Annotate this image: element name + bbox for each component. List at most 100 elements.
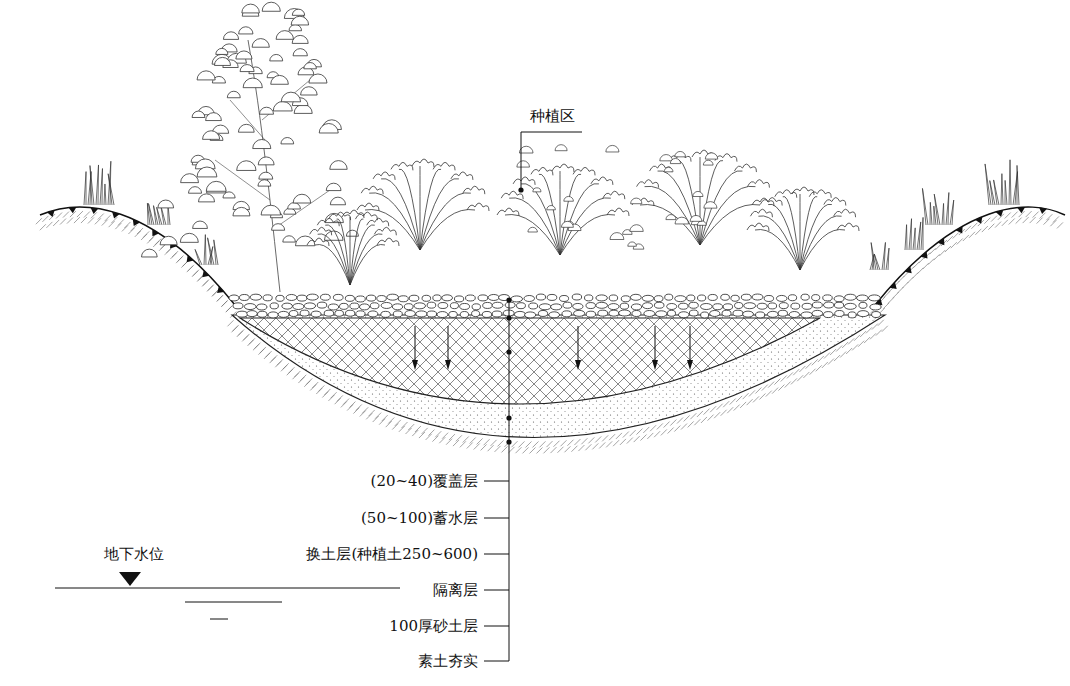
leaf: [309, 74, 327, 83]
hatch-stroke: [67, 218, 73, 224]
shrub-leaf: [560, 215, 615, 256]
gravel-stone: [482, 311, 491, 317]
gravel-stone: [529, 303, 538, 309]
hatch-stroke: [226, 306, 232, 312]
small-leaves: [517, 145, 718, 249]
hatch-stroke: [762, 385, 768, 391]
layer-label: (50~100)蓄水层: [360, 509, 479, 527]
leaf: [292, 35, 308, 43]
leaf: [675, 151, 686, 156]
shrub-leaf: [420, 193, 471, 250]
gravel-stone: [791, 303, 800, 309]
leaf: [293, 194, 311, 203]
hatch-stroke: [294, 371, 300, 377]
hatch-stroke: [681, 424, 687, 430]
gravel-stone: [870, 304, 881, 310]
grass-blade: [1005, 180, 1007, 205]
gravel-stone: [377, 296, 386, 302]
hatch-stroke: [564, 446, 570, 452]
hatch-stroke: [328, 395, 334, 401]
leaf: [272, 224, 285, 231]
hatch-stroke: [588, 437, 594, 443]
hatch-stroke: [341, 401, 347, 407]
leaf: [547, 206, 556, 210]
hatch-stroke: [498, 440, 504, 446]
hatch-stroke: [852, 344, 858, 350]
hatch-stroke: [791, 378, 797, 384]
hatch-stroke: [40, 224, 46, 230]
leaf: [330, 161, 347, 170]
hatch-stroke: [546, 441, 552, 447]
ground-line: [875, 207, 1065, 305]
grass-blade: [994, 180, 999, 205]
leader-dot: [506, 415, 511, 420]
hatch-stroke: [743, 393, 749, 399]
leaf: [181, 174, 199, 183]
hatch-stroke: [567, 440, 573, 446]
hatch-stroke: [766, 391, 772, 397]
hatch-stroke: [512, 441, 518, 447]
hatch-stroke: [392, 424, 398, 430]
shrub: [632, 150, 774, 245]
hatch-stroke: [343, 399, 349, 405]
gravel-stone: [433, 295, 441, 301]
gravel-stone: [733, 310, 743, 316]
hatch-stroke: [1009, 219, 1015, 225]
gravel-stone: [317, 302, 326, 308]
grass-tuft: [195, 235, 218, 265]
gravel-stone: [654, 302, 664, 308]
hatch-stroke: [266, 351, 272, 357]
hatch-stroke: [661, 429, 667, 435]
shrub-leaf: [350, 234, 382, 285]
leaf: [193, 221, 208, 228]
shrub-crown: [374, 227, 396, 235]
leaf: [703, 160, 713, 165]
hatch-stroke: [701, 417, 707, 423]
hatch-stroke: [616, 433, 622, 439]
gravel-stone: [801, 294, 809, 300]
hatch-stroke: [102, 220, 108, 226]
hatch-stroke: [647, 433, 653, 439]
gravel-stone: [345, 295, 354, 301]
hatch-stroke: [643, 427, 649, 433]
berm-marker: [149, 229, 159, 238]
layer-label: 换土层(种植土250~600): [305, 545, 479, 563]
grass-blade: [148, 204, 154, 225]
gravel-stone: [722, 310, 731, 316]
shrub-crown: [307, 238, 329, 246]
leaf: [628, 242, 637, 246]
shrub-leaf: [755, 230, 800, 271]
gravel-stone: [586, 311, 595, 317]
hatch-stroke: [419, 432, 425, 438]
hatch-stroke: [599, 442, 605, 448]
gravel-stone: [449, 311, 457, 317]
shrub-crown: [412, 159, 434, 167]
leaf: [288, 203, 301, 209]
hatch-stroke: [812, 359, 818, 365]
shrub-leaf: [658, 171, 700, 245]
hatch-stroke: [536, 447, 542, 453]
hatch-stroke: [337, 395, 343, 401]
hatch-stroke: [768, 382, 774, 388]
gravel-stone: [857, 311, 868, 317]
gravel-stone: [598, 310, 608, 316]
grass-blade: [104, 184, 106, 205]
layer-label: 素土夯实: [417, 652, 479, 670]
grass-tuft: [870, 242, 889, 270]
shrub-crown: [734, 164, 756, 172]
hatch-stroke: [495, 446, 501, 452]
gravel-stone: [586, 303, 595, 309]
gravel-stone: [393, 311, 402, 317]
tree-stem: [215, 80, 330, 230]
leaf: [666, 215, 676, 220]
hatch-stroke: [872, 324, 878, 330]
leaf: [240, 65, 254, 72]
hatch-stroke: [149, 235, 155, 241]
hatch-stroke: [105, 215, 111, 221]
gravel-stone: [608, 304, 619, 310]
berm-marker: [68, 207, 76, 214]
leaf: [206, 181, 226, 191]
hatch-stroke: [1023, 217, 1029, 223]
hatch-stroke: [747, 399, 753, 405]
leaf: [670, 158, 680, 163]
